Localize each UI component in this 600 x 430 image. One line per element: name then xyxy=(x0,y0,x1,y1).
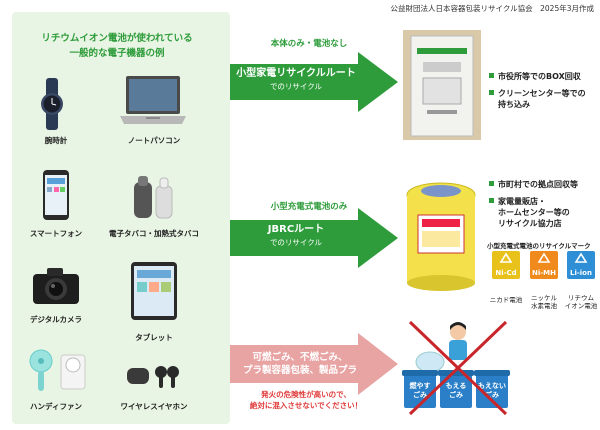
collection-box-image xyxy=(403,30,481,140)
route2-subtitle: でのリサイクル xyxy=(269,238,323,247)
device-label-camera: デジタルカメラ xyxy=(29,315,83,324)
route1-text: 小型家電リサイクルルート でのリサイクル xyxy=(236,67,356,93)
route2-arrow xyxy=(230,208,398,268)
recycle-icon xyxy=(499,252,513,263)
bin-label-right: ごみ xyxy=(485,390,499,399)
mark-liion-code: Li-ion xyxy=(570,269,592,277)
route2-condition: 小型充電式電池のみ xyxy=(270,202,348,212)
mark-nimh: Ni-MH xyxy=(530,251,558,279)
route2-bullet-stores-line2: ホームセンター等の xyxy=(498,208,570,217)
device-examples-panel: リチウムイオン電池が使われている 一般的な電子機器の例 腕時計 ノートパソコン … xyxy=(12,12,230,424)
mark-liion-label: リチウム イオン電池 xyxy=(565,294,598,310)
route3-warning-line2: 絶対に混入させないでください！ xyxy=(249,401,363,410)
laptop-icon xyxy=(120,76,186,124)
bin-label-left: ごみ xyxy=(413,390,427,399)
mark-nicd-code: Ni-Cd xyxy=(495,269,517,277)
mark-nimh-label-line1: ニッケル xyxy=(531,294,557,302)
bin-label-right: もえない xyxy=(478,381,506,390)
mark-liion-label-line2: イオン電池 xyxy=(564,302,598,310)
panel-title-line1: リチウムイオン電池が使われている xyxy=(41,33,193,44)
route1-bullets: 市役所等でのBOX回収 クリーンセンター等での 持ち込み xyxy=(489,71,599,110)
route1-bullet-box: 市役所等でのBOX回収 xyxy=(489,71,599,82)
mark-nimh-code: Ni-MH xyxy=(532,269,556,277)
recycle-icon xyxy=(574,252,588,263)
route1-title: 小型家電リサイクルルート xyxy=(236,68,356,79)
route2-text: JBRCルート でのリサイクル xyxy=(236,223,356,249)
jbrc-collection-bucket-image xyxy=(406,182,476,291)
battery-marks-title: 小型充電式電池のリサイクルマーク xyxy=(487,242,591,250)
route3-warning-line1: 発火の危険性が高いので、 xyxy=(261,390,351,399)
header-note: 公益財団法人日本容器包装リサイクル協会 2025年3月作成 xyxy=(390,4,594,13)
route1-subtitle: でのリサイクル xyxy=(269,82,323,91)
route2-title: JBRCルート xyxy=(267,224,325,235)
route2-bullet-municipal: 市町村での拠点回収等 xyxy=(489,179,599,190)
camera-icon xyxy=(33,268,79,304)
wristwatch-icon xyxy=(41,78,63,130)
mark-nimh-label: ニッケル 水素電池 xyxy=(531,294,557,310)
route3-line1: 可燃ごみ、不燃ごみ、 xyxy=(252,352,348,363)
bin-label-left: 燃やす xyxy=(409,381,431,390)
route3-arrow xyxy=(230,333,398,395)
e-cigarette-icon xyxy=(134,176,173,219)
earbuds-icon xyxy=(127,366,179,388)
device-label-tablet: タブレット xyxy=(135,333,173,342)
route1-bullet-center: クリーンセンター等での 持ち込み xyxy=(489,88,599,110)
device-label-smartphone: スマートフォン xyxy=(29,229,83,238)
route2-bullet-stores-line3: リサイクル協力店 xyxy=(498,219,562,228)
panel-title: リチウムイオン電池が使われている 一般的な電子機器の例 xyxy=(12,31,222,61)
mark-liion-label-line1: リチウム xyxy=(568,294,594,302)
route1-arrow xyxy=(230,52,398,112)
route3-warning: 発火の危険性が高いので、 絶対に混入させないでください！ xyxy=(236,389,376,411)
panel-title-line2: 一般的な電子機器の例 xyxy=(69,48,165,59)
route3-text: 可燃ごみ、不燃ごみ、 プラ製容器包装、製品プラ xyxy=(236,351,364,377)
device-label-ecig: 電子タバコ・加熱式タバコ xyxy=(109,229,199,238)
route1-condition: 本体のみ・電池なし xyxy=(270,39,348,49)
device-label-fan: ハンディファン xyxy=(30,402,82,411)
device-label-watch: 腕時計 xyxy=(44,136,68,145)
route2-bullets: 市町村での拠点回収等 家電量販店・ ホームセンター等の リサイクル協力店 xyxy=(489,179,599,229)
bin-label-middle: ごみ xyxy=(449,390,463,399)
device-label-laptop: ノートパソコン xyxy=(127,136,181,145)
tablet-icon xyxy=(131,262,177,320)
recycle-icon xyxy=(537,252,551,263)
mark-nicd: Ni-Cd xyxy=(492,251,520,279)
device-label-earbuds: ワイヤレスイヤホン xyxy=(120,402,188,411)
route1-bullet-center-line2: 持ち込み xyxy=(498,100,530,109)
handy-fan-icon xyxy=(29,349,86,391)
route1-bullet-center-line1: クリーンセンター等での xyxy=(498,89,586,98)
smartphone-icon xyxy=(43,170,69,220)
bin-label-middle: もえる xyxy=(446,381,467,390)
route3-line2: プラ製容器包装、製品プラ xyxy=(242,365,357,376)
route2-bullet-stores: 家電量販店・ ホームセンター等の リサイクル協力店 xyxy=(489,196,599,229)
mark-nimh-label-line2: 水素電池 xyxy=(531,302,557,310)
route2-bullet-stores-line1: 家電量販店・ xyxy=(498,197,546,206)
mark-nicd-label: ニカド電池 xyxy=(489,296,523,304)
mark-liion: Li-ion xyxy=(567,251,595,279)
